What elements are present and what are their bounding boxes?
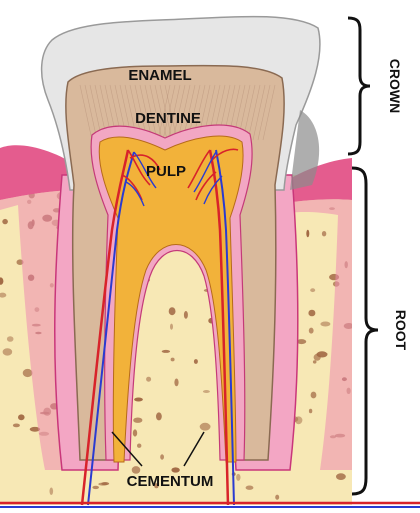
artery-right xyxy=(208,149,230,506)
root-brace xyxy=(351,166,379,496)
crown-brace xyxy=(347,16,371,156)
gum-right-lower xyxy=(272,199,352,471)
pulp-chamber xyxy=(98,135,244,463)
artery-left xyxy=(80,149,130,506)
vein-right xyxy=(215,149,235,506)
label-pulp: PULP xyxy=(146,163,186,180)
label-crown: CROWN xyxy=(387,59,403,113)
label-cementum: CEMENTUM xyxy=(127,473,214,490)
label-root: ROOT xyxy=(393,310,409,351)
cementum-pointer-right xyxy=(183,431,205,467)
label-dentine: DENTINE xyxy=(135,110,201,127)
vein-left xyxy=(87,151,135,506)
label-enamel: ENAMEL xyxy=(128,67,191,84)
cementum-pointer-left xyxy=(111,431,143,467)
gum-left xyxy=(0,145,80,200)
blood-vessels xyxy=(0,148,420,508)
enamel-shadow xyxy=(290,110,320,190)
